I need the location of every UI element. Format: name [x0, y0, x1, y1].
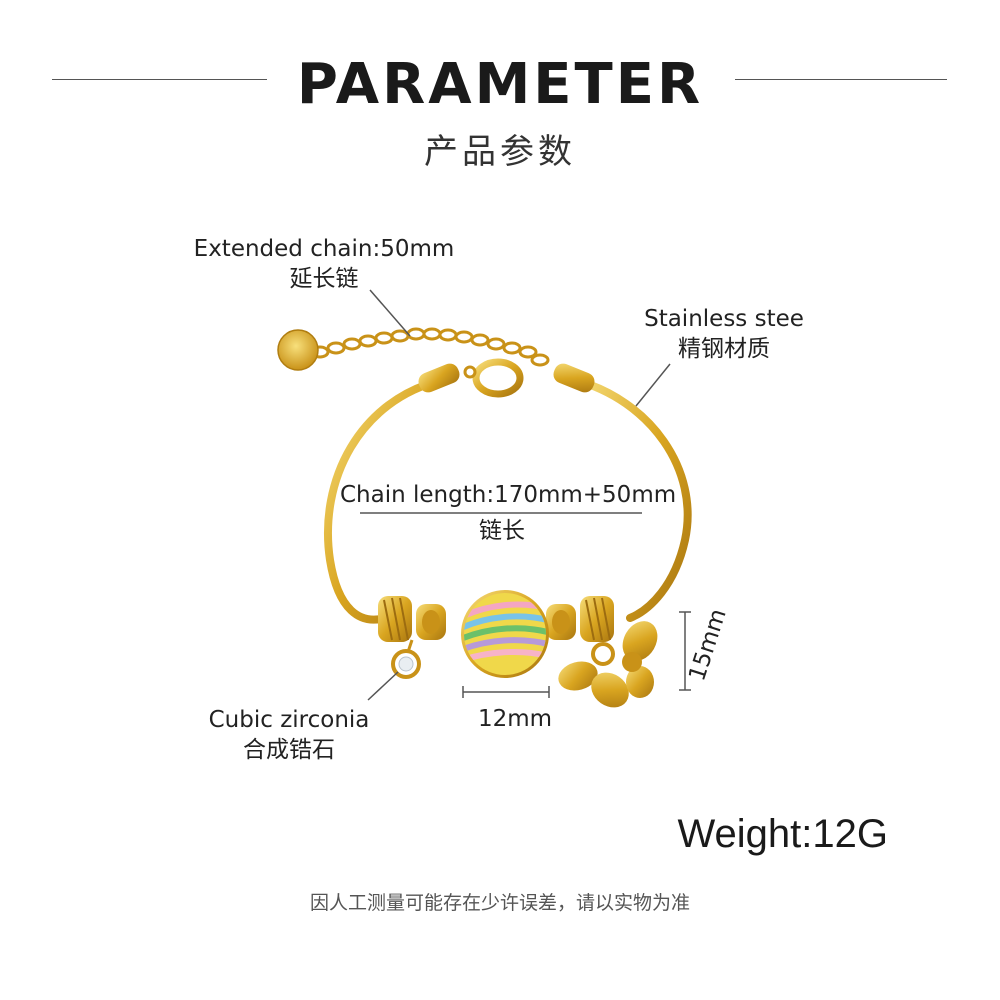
page-subtitle: 产品参数 — [424, 132, 576, 172]
material-label: Stainless stee 精钢材质 — [636, 304, 812, 364]
end-cap-right — [553, 363, 595, 393]
extended-chain-leader — [369, 289, 411, 337]
header-rule-left — [52, 79, 267, 80]
header-rule-right — [735, 79, 947, 80]
chain-length-label: Chain length:170mm+50mm 链长 — [340, 480, 677, 546]
extended-chain-en: Extended chain:50mm — [193, 236, 455, 262]
stone-leader — [367, 671, 399, 701]
extension-chain — [310, 327, 550, 367]
extended-chain-zh: 延长链 — [289, 266, 359, 292]
bead-right-inner — [546, 604, 576, 640]
material-en: Stainless stee — [644, 306, 804, 332]
bee-charm — [558, 621, 658, 708]
chain-length-en: Chain length:170mm+50mm — [340, 482, 677, 508]
page-title: PARAMETER — [296, 52, 704, 117]
material-leader — [635, 363, 671, 407]
end-tag — [277, 329, 319, 371]
material-zh: 精钢材质 — [678, 336, 770, 362]
stone-label: Cubic zirconia 合成锆石 — [196, 705, 382, 765]
bead-left-inner — [416, 604, 446, 640]
disclaimer-text: 因人工测量可能存在少许误差，请以实物为准 — [309, 892, 690, 914]
snake-chain-right — [571, 376, 692, 622]
bead-left-outer — [378, 596, 412, 642]
weight-label: Weight:12G — [677, 812, 889, 856]
chain-length-zh: 链长 — [479, 518, 525, 544]
stone-en: Cubic zirconia — [208, 707, 370, 733]
snake-chain — [324, 376, 446, 624]
stone-zh: 合成锆石 — [243, 737, 335, 763]
bead-right-outer — [580, 596, 614, 642]
width-label: 12mm — [477, 706, 553, 732]
extended-chain-label: Extended chain:50mm 延长链 — [186, 234, 462, 294]
end-cap-left — [418, 363, 460, 393]
lobster-clasp — [472, 358, 524, 398]
